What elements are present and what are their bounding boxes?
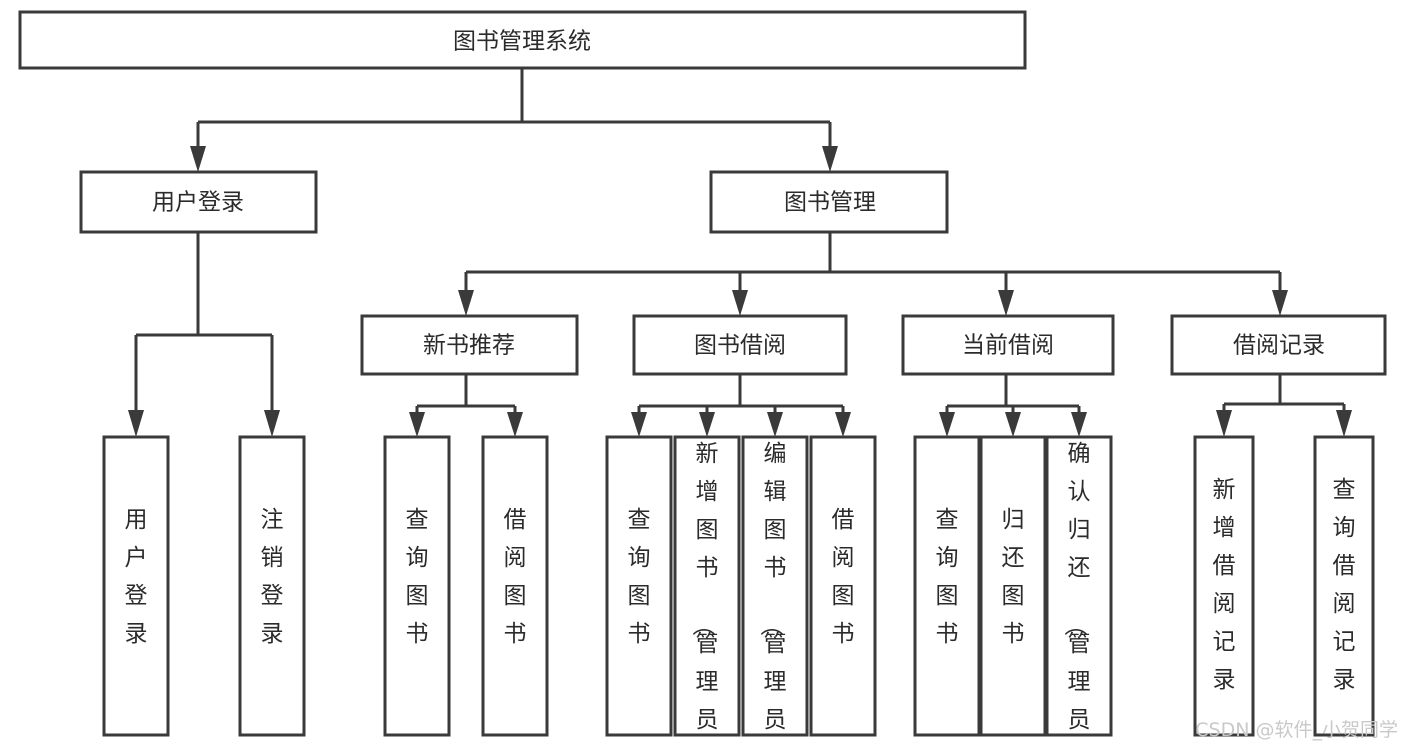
arrow-head-borrow-record-leaf1 bbox=[1216, 410, 1232, 437]
node-user-login-box bbox=[79, 170, 318, 234]
leaf-node-new-book-query-label: 查询图书 bbox=[406, 507, 429, 647]
node-user-login[interactable]: 用户登录 bbox=[79, 170, 318, 234]
leaf-node-logout-box bbox=[238, 435, 306, 737]
leaf-node-query-borrow-record[interactable]: 查询借阅记录 bbox=[1313, 435, 1375, 737]
leaf-node-borrow-book-label: 借阅图书 bbox=[832, 507, 855, 647]
leaf-node-confirm-return-admin[interactable]: 确认归还（管理员） bbox=[1045, 435, 1113, 747]
leaf-node-add-book-admin-box bbox=[673, 435, 741, 737]
leaf-node-current-query-book-box bbox=[913, 435, 981, 737]
arrow-head-user-login-leaf2 bbox=[264, 410, 280, 437]
arrow-head-new-book bbox=[458, 290, 474, 316]
connector-group-borrow-record bbox=[1216, 374, 1352, 437]
leaf-node-add-borrow-record-label: 新增借阅记录 bbox=[1213, 477, 1236, 693]
arrow-head-user-login-leaf1 bbox=[128, 410, 144, 437]
leaf-node-borrow-query-book-box bbox=[605, 435, 673, 737]
leaf-node-return-book[interactable]: 归还图书 bbox=[979, 435, 1047, 737]
node-root-box bbox=[18, 10, 1027, 70]
leaf-node-logout-label: 注销登录 bbox=[261, 507, 284, 647]
leaf-node-add-borrow-record[interactable]: 新增借阅记录 bbox=[1193, 435, 1255, 737]
leaf-node-add-book-admin[interactable]: 新增图书（管理员） bbox=[673, 435, 741, 747]
node-root-book-management-system[interactable]: 图书管理系统 bbox=[18, 10, 1027, 70]
leaf-node-query-borrow-record-label: 查询借阅记录 bbox=[1333, 477, 1356, 693]
arrow-head-book-borrow bbox=[732, 290, 748, 316]
arrow-head-borrow-record-leaf2 bbox=[1336, 410, 1352, 437]
leaf-node-edit-book-admin-box bbox=[741, 435, 809, 737]
leaf-node-new-book-borrow-box bbox=[481, 435, 549, 737]
node-book-manage-label: 图书管理 bbox=[784, 190, 876, 216]
leaf-node-new-book-borrow[interactable]: 借阅图书 bbox=[481, 435, 549, 737]
leaf-node-confirm-return-admin-box bbox=[1045, 435, 1113, 737]
arrow-head-book-borrow-leaf3 bbox=[767, 412, 783, 437]
node-current-borrow-label: 当前借阅 bbox=[962, 333, 1054, 359]
arrow-head-book-borrow-leaf1 bbox=[631, 412, 647, 437]
leaf-node-current-query-book[interactable]: 查询图书 bbox=[913, 435, 981, 737]
node-current-borrow[interactable]: 当前借阅 bbox=[901, 314, 1115, 376]
arrow-head-borrow-record bbox=[1272, 290, 1288, 316]
node-new-book-recommend-label: 新书推荐 bbox=[423, 333, 515, 359]
arrow-head-current-borrow-leaf3 bbox=[1071, 412, 1087, 437]
node-book-borrow-box bbox=[632, 314, 848, 376]
node-current-borrow-box bbox=[901, 314, 1115, 376]
connector-group-root bbox=[190, 68, 838, 172]
arrow-head-current-borrow-leaf2 bbox=[1005, 412, 1021, 437]
leaf-node-add-book-admin-label: 新增图书（管理员） bbox=[690, 441, 719, 747]
arrow-head-book-borrow-leaf2 bbox=[699, 412, 715, 437]
node-user-login-label: 用户登录 bbox=[152, 190, 244, 216]
connector-group-user-login bbox=[128, 232, 280, 437]
node-book-borrow-label: 图书借阅 bbox=[694, 333, 786, 359]
leaf-node-query-borrow-record-box bbox=[1313, 435, 1375, 737]
node-new-book-recommend[interactable]: 新书推荐 bbox=[360, 314, 579, 376]
leaf-node-borrow-query-book[interactable]: 查询图书 bbox=[605, 435, 673, 737]
arrow-head-user-login bbox=[190, 146, 206, 172]
arrow-head-current-borrow bbox=[998, 290, 1014, 316]
node-borrow-record-box bbox=[1170, 314, 1387, 376]
connector-group-book-borrow bbox=[631, 374, 851, 437]
leaf-node-user-login-action-label: 用户登录 bbox=[125, 507, 148, 647]
leaf-node-new-book-query[interactable]: 查询图书 bbox=[383, 435, 451, 737]
arrow-head-new-book-leaf1 bbox=[409, 412, 425, 437]
node-root-label: 图书管理系统 bbox=[453, 29, 591, 55]
node-book-borrow[interactable]: 图书借阅 bbox=[632, 314, 848, 376]
arrow-head-book-manage bbox=[822, 146, 838, 172]
connector-group-current-borrow bbox=[939, 374, 1087, 437]
leaf-node-edit-book-admin-label: 编辑图书（管理员） bbox=[758, 441, 787, 747]
leaf-node-return-book-label: 归还图书 bbox=[1002, 507, 1025, 647]
node-book-manage[interactable]: 图书管理 bbox=[709, 170, 949, 234]
leaf-node-user-login-action-box bbox=[102, 435, 170, 737]
csdn-watermark: CSDN @软件_小贺同学 bbox=[1195, 719, 1398, 741]
node-borrow-record[interactable]: 借阅记录 bbox=[1170, 314, 1387, 376]
leaf-node-confirm-return-admin-label: 确认归还（管理员） bbox=[1062, 441, 1091, 747]
node-borrow-record-label: 借阅记录 bbox=[1233, 333, 1325, 359]
connector-group-new-book bbox=[409, 374, 523, 437]
node-book-manage-box bbox=[709, 170, 949, 234]
leaf-node-new-book-borrow-label: 借阅图书 bbox=[504, 507, 527, 647]
connector-group-book-manage bbox=[458, 232, 1288, 316]
leaf-node-borrow-book[interactable]: 借阅图书 bbox=[809, 435, 877, 737]
leaf-node-user-login-action[interactable]: 用户登录 bbox=[102, 435, 170, 737]
leaf-node-new-book-query-box bbox=[383, 435, 451, 737]
arrow-head-new-book-leaf2 bbox=[507, 412, 523, 437]
leaf-node-add-borrow-record-box bbox=[1193, 435, 1255, 737]
arrow-head-book-borrow-leaf4 bbox=[835, 412, 851, 437]
leaf-node-edit-book-admin[interactable]: 编辑图书（管理员） bbox=[741, 435, 809, 747]
leaf-node-borrow-query-book-label: 查询图书 bbox=[628, 507, 651, 647]
leaf-node-current-query-book-label: 查询图书 bbox=[936, 507, 959, 647]
leaf-node-return-book-box bbox=[979, 435, 1047, 737]
node-new-book-recommend-box bbox=[360, 314, 579, 376]
arrow-head-current-borrow-leaf1 bbox=[939, 412, 955, 437]
leaf-node-borrow-book-box bbox=[809, 435, 877, 737]
leaf-node-logout[interactable]: 注销登录 bbox=[238, 435, 306, 737]
